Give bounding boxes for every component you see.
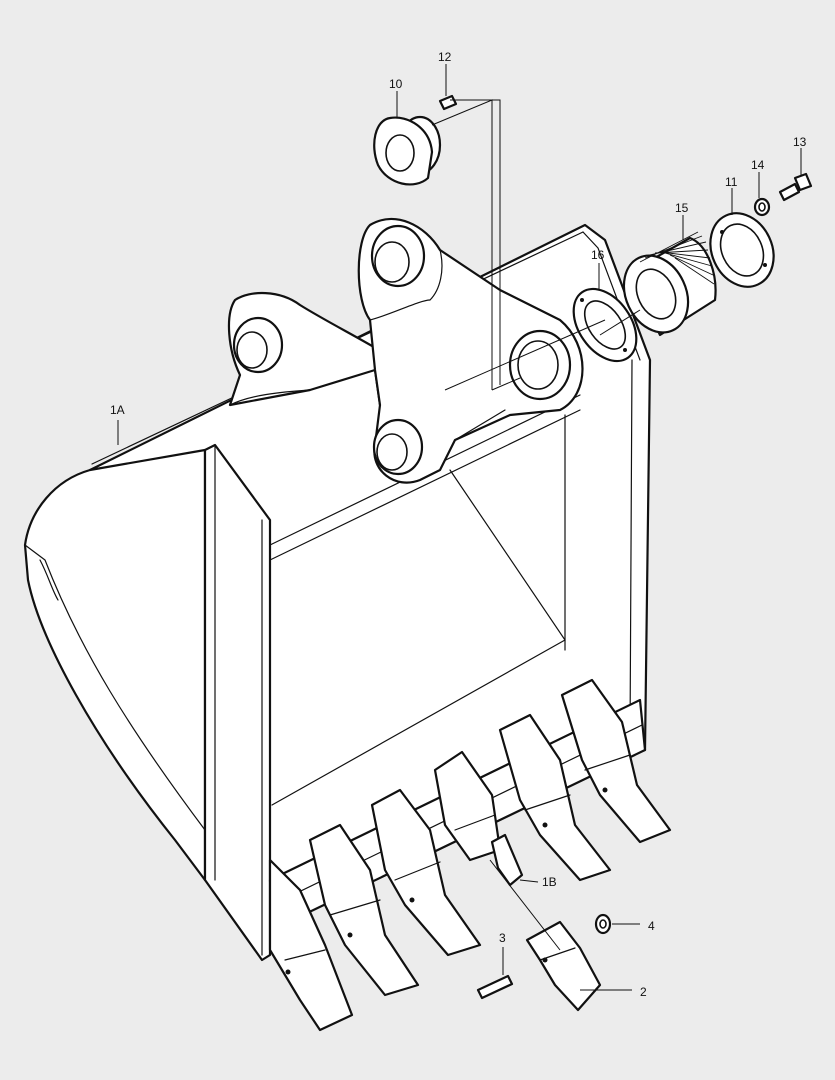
part-12-pin bbox=[438, 94, 458, 111]
tooth-6 bbox=[560, 678, 672, 844]
part-14-washer bbox=[753, 197, 771, 217]
callout-16: 16 bbox=[591, 248, 605, 262]
callout-4: 4 bbox=[648, 919, 655, 933]
tooth-1 bbox=[268, 858, 354, 1032]
tooth-5 bbox=[498, 713, 612, 882]
callout-15: 15 bbox=[675, 201, 689, 215]
part-1B-adapter bbox=[490, 833, 524, 887]
part-16-ring bbox=[572, 287, 638, 363]
part-11-plate bbox=[709, 212, 775, 288]
part-3-pin bbox=[476, 974, 514, 1000]
callout-2: 2 bbox=[640, 985, 647, 999]
callout-12: 12 bbox=[438, 50, 452, 64]
leader-lines bbox=[117, 64, 802, 991]
callout-11: 11 bbox=[725, 175, 738, 189]
callout-14: 14 bbox=[751, 158, 765, 172]
callout-1B: 1B bbox=[542, 875, 557, 889]
bucket-teeth bbox=[268, 678, 672, 1032]
callout-13: 13 bbox=[793, 135, 807, 149]
part-13-bolt bbox=[778, 172, 813, 202]
part-4-retainer bbox=[594, 913, 612, 935]
hinge-brackets bbox=[227, 217, 584, 484]
part-2-tooth bbox=[525, 920, 602, 1012]
callout-3: 3 bbox=[499, 931, 506, 945]
callouts: 1A 1B 2 3 4 10 11 12 13 14 15 16 bbox=[110, 50, 807, 999]
callout-1A: 1A bbox=[110, 403, 125, 417]
part-10-bushing bbox=[373, 115, 442, 186]
tooth-2 bbox=[308, 823, 420, 997]
tooth-3 bbox=[370, 788, 482, 957]
part-15-shims bbox=[622, 231, 717, 337]
callout-10: 10 bbox=[389, 77, 403, 91]
